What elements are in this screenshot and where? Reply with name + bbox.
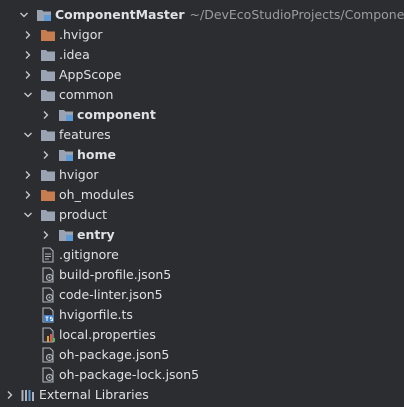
tree-item-oh-modules[interactable]: oh_modules	[0, 185, 404, 205]
tree-item-label: External Libraries	[39, 387, 149, 402]
chevron-right-icon[interactable]	[22, 185, 34, 205]
properties-file-icon	[40, 327, 56, 343]
tree-item-label: oh-package-lock.json5	[59, 367, 200, 382]
tree-item-common[interactable]: common	[0, 85, 404, 105]
tree-item-label: code-linter.json5	[59, 287, 163, 302]
excluded-folder-icon	[40, 27, 56, 43]
chevron-right-icon[interactable]	[40, 225, 52, 245]
project-path: ~/DevEcoStudioProjects/ComponentMaster	[189, 7, 404, 22]
tree-item-oh-package-lock[interactable]: oh-package-lock.json5	[0, 365, 404, 385]
excluded-folder-icon	[40, 187, 56, 203]
tree-item-local-properties[interactable]: local.properties	[0, 325, 404, 345]
tree-item-label: features	[59, 127, 111, 142]
libraries-icon	[20, 387, 36, 403]
module-folder-icon	[58, 227, 74, 243]
config-file-icon	[40, 347, 56, 363]
tree-item-oh-package[interactable]: oh-package.json5	[0, 345, 404, 365]
tree-item-appscope[interactable]: AppScope	[0, 65, 404, 85]
folder-icon	[40, 87, 56, 103]
tree-item-label: ComponentMaster	[55, 7, 185, 22]
tree-item-label: oh_modules	[59, 187, 135, 202]
typescript-file-icon	[40, 307, 56, 323]
chevron-right-icon[interactable]	[4, 385, 16, 405]
config-file-icon	[40, 287, 56, 303]
module-folder-icon	[58, 147, 74, 163]
tree-item-label: .hvigor	[59, 27, 103, 42]
tree-item-componentmaster[interactable]: ComponentMaster ~/DevEcoStudioProjects/C…	[0, 5, 404, 25]
tree-item-label: local.properties	[59, 327, 156, 342]
tree-item-label: component	[77, 107, 156, 122]
tree-item-product[interactable]: product	[0, 205, 404, 225]
tree-item-idea[interactable]: .idea	[0, 45, 404, 65]
text-file-icon	[40, 247, 56, 263]
chevron-right-icon[interactable]	[22, 25, 34, 45]
tree-item-label: build-profile.json5	[59, 267, 172, 282]
tree-item-label: oh-package.json5	[59, 347, 170, 362]
chevron-right-icon[interactable]	[22, 65, 34, 85]
chevron-right-icon[interactable]	[22, 45, 34, 65]
tree-item-label: common	[59, 87, 114, 102]
chevron-right-icon[interactable]	[22, 165, 34, 185]
tree-item-label: hvigorfile.ts	[59, 307, 133, 322]
folder-icon	[40, 127, 56, 143]
tree-item-code-linter[interactable]: code-linter.json5	[0, 285, 404, 305]
tree-item-build-profile[interactable]: build-profile.json5	[0, 265, 404, 285]
tree-item-hvigorfile[interactable]: hvigorfile.ts	[0, 305, 404, 325]
folder-icon	[40, 47, 56, 63]
tree-item-features[interactable]: features	[0, 125, 404, 145]
tree-item-home[interactable]: home	[0, 145, 404, 165]
tree-item-external-libraries[interactable]: External Libraries	[0, 385, 404, 405]
tree-item-hvigor-hidden[interactable]: .hvigor	[0, 25, 404, 45]
module-folder-icon	[58, 107, 74, 123]
module-folder-icon	[36, 7, 52, 23]
tree-item-gitignore[interactable]: .gitignore	[0, 245, 404, 265]
chevron-down-icon[interactable]	[22, 125, 34, 145]
folder-icon	[40, 167, 56, 183]
tree-item-label: hvigor	[59, 167, 99, 182]
chevron-down-icon[interactable]	[18, 5, 30, 25]
tree-item-label: .gitignore	[59, 247, 119, 262]
config-file-icon	[40, 267, 56, 283]
folder-icon	[40, 207, 56, 223]
tree-item-label: .idea	[59, 47, 90, 62]
tree-item-entry[interactable]: entry	[0, 225, 404, 245]
tree-item-component[interactable]: component	[0, 105, 404, 125]
chevron-right-icon[interactable]	[40, 145, 52, 165]
tree-item-label: entry	[77, 227, 115, 242]
chevron-right-icon[interactable]	[40, 105, 52, 125]
tree-item-label: AppScope	[59, 67, 122, 82]
chevron-down-icon[interactable]	[22, 85, 34, 105]
folder-icon	[40, 67, 56, 83]
config-file-icon	[40, 367, 56, 383]
tree-item-label: home	[77, 147, 116, 162]
tree-item-label: product	[59, 207, 108, 222]
chevron-down-icon[interactable]	[22, 205, 34, 225]
tree-item-hvigor[interactable]: hvigor	[0, 165, 404, 185]
